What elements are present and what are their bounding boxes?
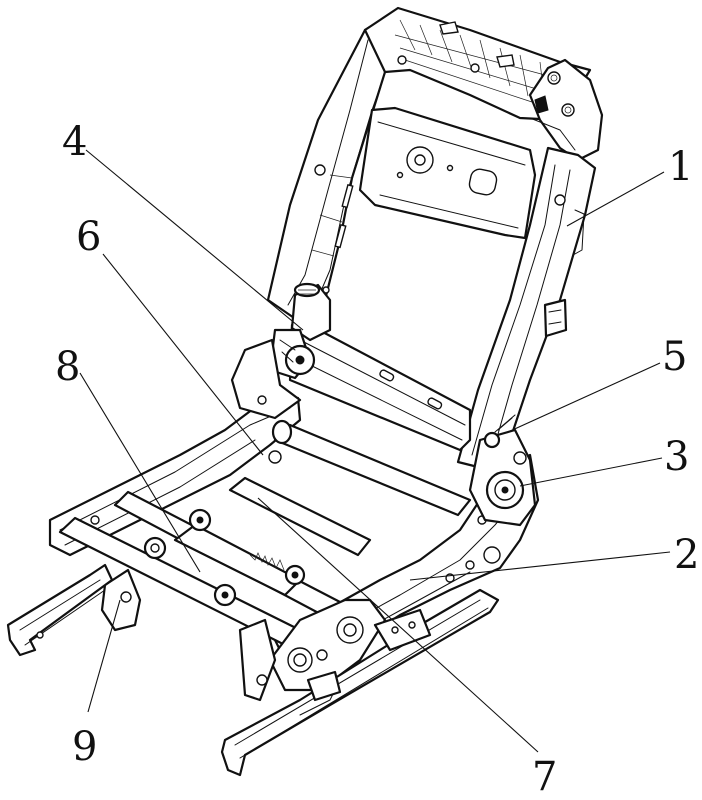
slide-rails <box>6 563 500 777</box>
callout-2: 2 <box>674 532 699 578</box>
left-slide-rail <box>6 563 114 657</box>
callout-1: 1 <box>668 144 693 190</box>
leader-line-7 <box>257 497 539 753</box>
rear-link-lever <box>100 568 142 632</box>
leader-line-8 <box>79 372 201 573</box>
callout-9: 9 <box>72 724 97 770</box>
callout-5: 5 <box>662 334 687 380</box>
leader-line-1 <box>566 171 665 227</box>
callout-8: 8 <box>55 344 80 390</box>
return-spring <box>483 431 501 449</box>
leader-line-9 <box>87 599 121 713</box>
leader-line-6 <box>102 253 264 456</box>
leader-line-2 <box>409 551 671 581</box>
inner-cross-tube <box>228 476 372 557</box>
leader-line-3 <box>519 457 663 487</box>
backrest-frame <box>266 6 604 472</box>
callout-4: 4 <box>62 119 87 165</box>
leader-lines <box>79 149 671 753</box>
backrest-middle-panel <box>358 106 537 240</box>
callout-labels: 1 2 3 4 5 6 7 8 9 <box>55 119 699 800</box>
left-recliner-plate <box>230 338 302 420</box>
recliner-motor <box>268 282 332 380</box>
callout-3: 3 <box>664 434 689 480</box>
side-clip <box>543 298 568 338</box>
callout-6: 6 <box>76 214 101 260</box>
seat-cushion-frame <box>48 338 540 702</box>
leader-line-4 <box>85 149 304 331</box>
callout-7: 7 <box>532 754 557 800</box>
leader-line-5 <box>507 362 661 433</box>
